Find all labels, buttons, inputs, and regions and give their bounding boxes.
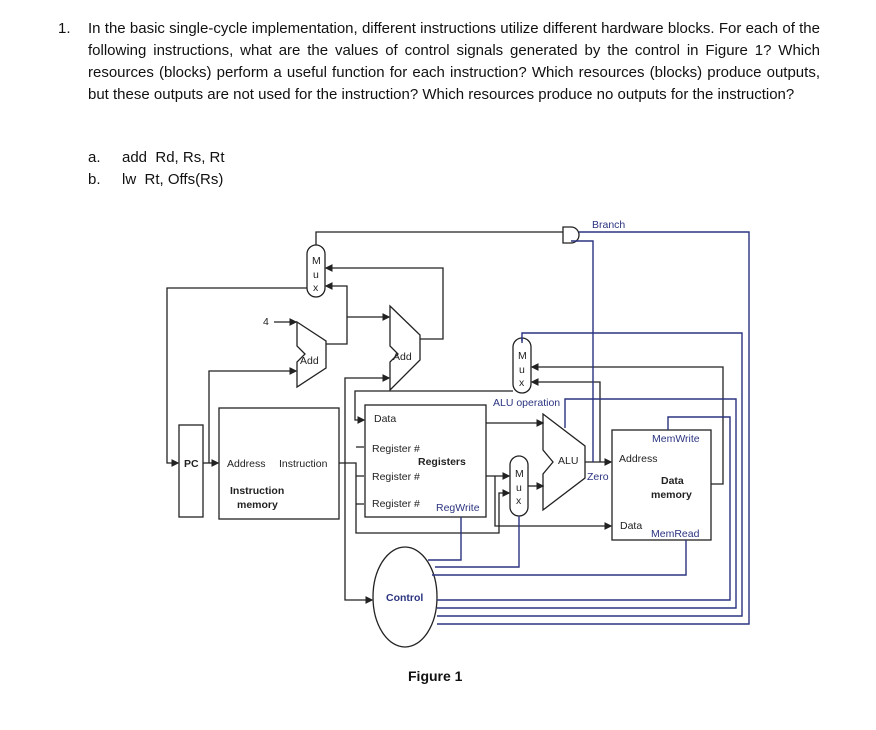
branch-label: Branch (592, 219, 625, 231)
dm-title-2: memory (651, 489, 692, 501)
pc-label: PC (184, 458, 199, 470)
im-title-2: memory (237, 499, 278, 511)
mux-label: x (313, 282, 319, 294)
constant-four: 4 (263, 316, 269, 328)
mux-label: u (516, 482, 522, 494)
mux-label: u (519, 364, 525, 376)
add-label: Add (300, 355, 319, 367)
mux-label: x (516, 495, 522, 507)
memwrite-label: MemWrite (652, 433, 700, 445)
memread-label: MemRead (651, 528, 700, 540)
alu-operation-label: ALU operation (493, 397, 560, 409)
item-text: lw Rt, Offs(Rs) (122, 171, 224, 188)
list-item: b. lw Rt, Offs(Rs) (88, 169, 225, 191)
registers-block (364, 404, 487, 518)
reg-label-1: Register # (372, 443, 420, 455)
dm-title: Data (661, 475, 684, 487)
reg-label-3: Register # (372, 498, 420, 510)
regwrite-label: RegWrite (436, 502, 480, 514)
mux-label: x (519, 377, 525, 389)
item-label: a. (88, 149, 101, 166)
item-text: add Rd, Rs, Rt (122, 149, 225, 166)
question-number: 1. (58, 20, 71, 37)
zero-label: Zero (587, 471, 609, 483)
pc-register (178, 424, 204, 518)
mux-label: M (518, 350, 527, 362)
item-label: b. (88, 171, 101, 188)
mux-label: M (312, 255, 321, 267)
figure-caption: Figure 1 (408, 668, 463, 684)
mux-label: M (515, 468, 524, 480)
reg-label-2: Register # (372, 471, 420, 483)
im-instruction-label: Instruction (279, 458, 328, 470)
branch-adder (389, 304, 421, 392)
add-label: Add (393, 351, 412, 363)
reg-data-label: Data (374, 413, 396, 425)
list-item: a. add Rd, Rs, Rt (88, 147, 225, 169)
alu (542, 412, 586, 512)
mux-label: u (313, 269, 319, 281)
data-memory (611, 429, 712, 541)
branch-and-gate (562, 226, 580, 244)
question: 1. In the basic single-cycle implementat… (58, 18, 820, 106)
im-title: Instruction (230, 485, 284, 497)
control-label: Control (386, 592, 423, 604)
dm-address-label: Address (619, 453, 658, 465)
registers-title: Registers (418, 456, 466, 468)
im-address-label: Address (227, 458, 266, 470)
dm-data-label: Data (620, 520, 642, 532)
alu-label: ALU (558, 455, 578, 467)
question-text: In the basic single-cycle implementation… (88, 20, 820, 103)
instruction-list: a. add Rd, Rs, Rt b. lw Rt, Offs(Rs) (88, 147, 225, 191)
